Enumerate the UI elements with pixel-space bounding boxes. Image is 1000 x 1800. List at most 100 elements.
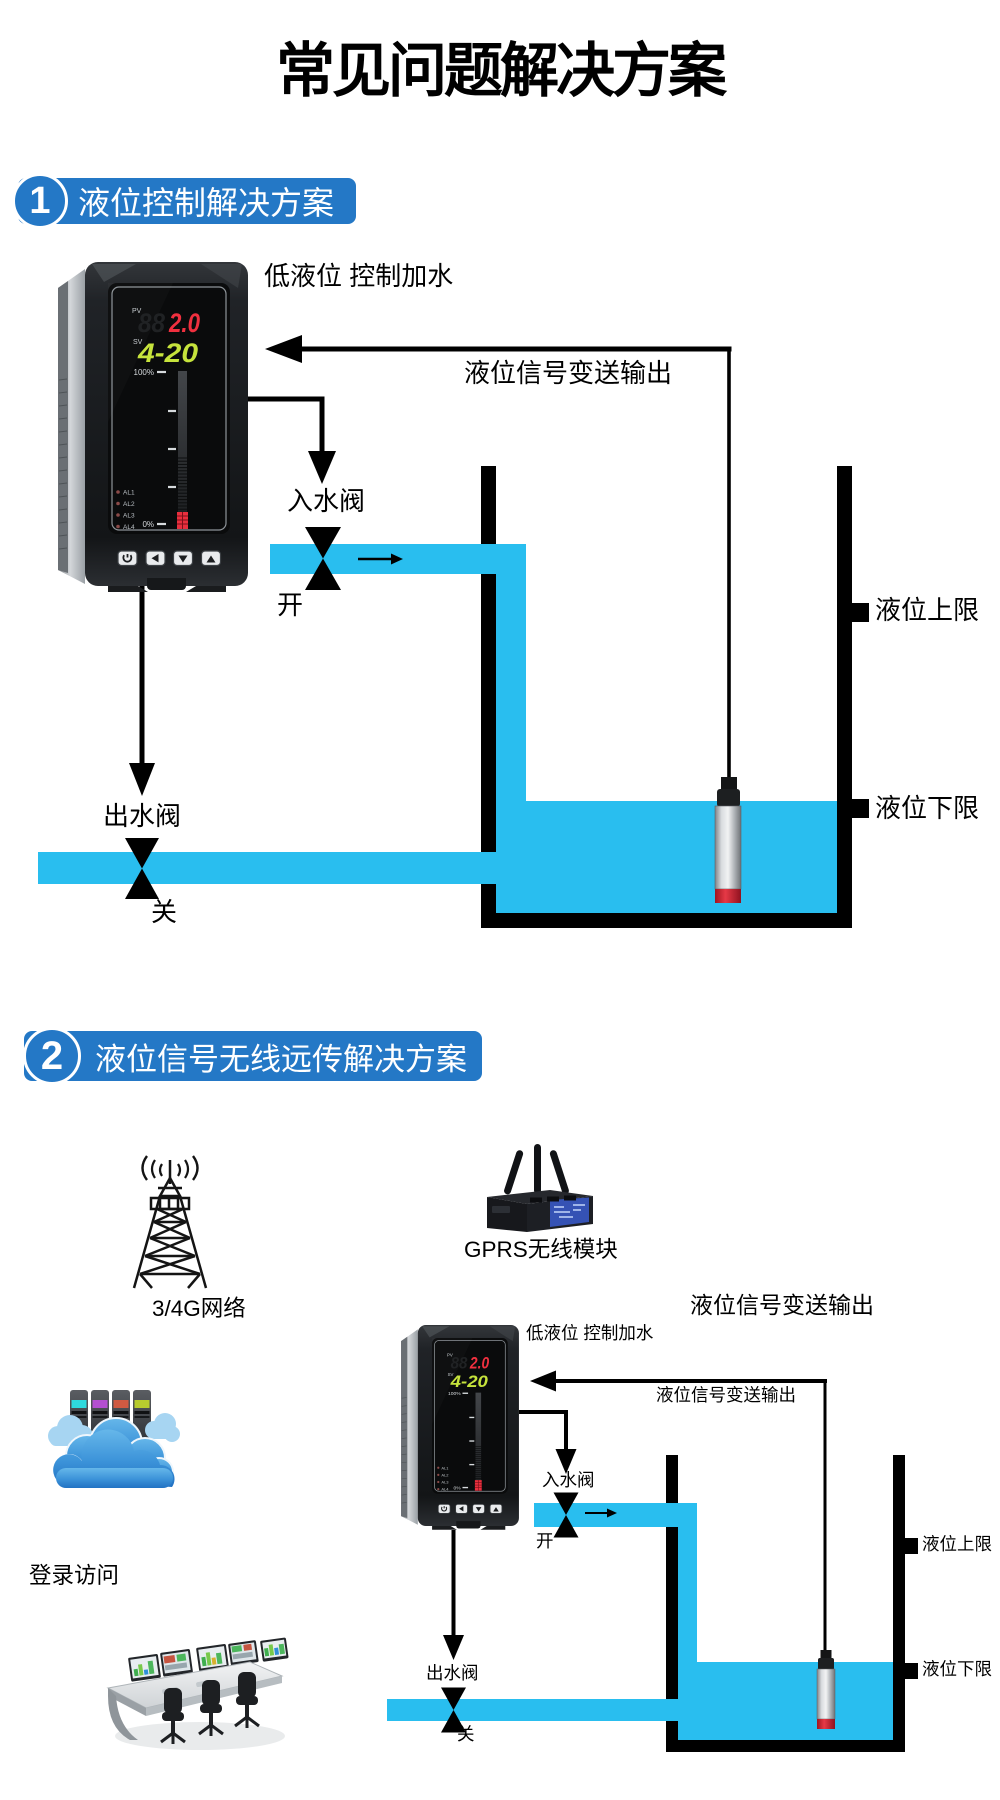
valve-open-label-2: 开 bbox=[536, 1531, 554, 1551]
upper-limit-tick-2 bbox=[905, 1538, 918, 1554]
water-pool-2 bbox=[678, 1662, 893, 1740]
alarm-label: AL4 bbox=[123, 524, 135, 531]
valve-open-label-1: 开 bbox=[277, 590, 304, 620]
chairs bbox=[160, 1672, 260, 1744]
signal-lines-1 bbox=[139, 346, 732, 779]
low-level-note-1: 低液位 控制加水 bbox=[264, 261, 454, 291]
valves-1 bbox=[125, 527, 341, 899]
scale-bottom-label: 0% bbox=[142, 520, 154, 529]
upper-limit-label-2: 液位上限 bbox=[922, 1534, 992, 1554]
outlet-valve-symbol-1 bbox=[125, 838, 159, 899]
inlet-arrowhead-2 bbox=[555, 1449, 577, 1474]
inlet-valve-label-1: 入水阀 bbox=[287, 486, 366, 516]
signal-lines-2 bbox=[451, 1379, 827, 1652]
inlet-valve-symbol-1 bbox=[305, 527, 341, 590]
level-sensor-1 bbox=[714, 777, 742, 903]
inlet-arrowhead-1 bbox=[308, 451, 336, 484]
page-title: 常见问题解决方案 bbox=[275, 38, 727, 104]
section1-number-badge: 1 bbox=[12, 173, 68, 229]
falling-column-1 bbox=[496, 574, 526, 804]
alarm-label: AL3 bbox=[123, 513, 135, 520]
upper-limit-label-1: 液位上限 bbox=[875, 595, 980, 625]
signal-output-heading-2: 液位信号变送输出 bbox=[690, 1292, 874, 1318]
alarm-label: AL2 bbox=[123, 501, 135, 508]
arrow-heads-2 bbox=[443, 1370, 577, 1660]
gprs-label: GPRS无线模块 bbox=[464, 1237, 618, 1262]
inlet-control-line-1 bbox=[248, 396, 325, 452]
falling-column-2 bbox=[678, 1527, 697, 1664]
water-pool-1 bbox=[496, 801, 837, 913]
lower-limit-label-1: 液位下限 bbox=[875, 793, 980, 823]
alarm-label: AL4 bbox=[441, 1487, 449, 1492]
sv-label: SV bbox=[133, 339, 143, 346]
alarm-label: AL1 bbox=[123, 490, 135, 497]
section2-heading: 液位信号无线远传解决方案 bbox=[95, 1041, 467, 1077]
network-label: 3/4G网络 bbox=[152, 1296, 246, 1321]
inlet-pipe-2 bbox=[534, 1503, 697, 1527]
arrow-heads-1 bbox=[129, 335, 336, 796]
alarm-label: AL1 bbox=[441, 1465, 449, 1470]
sv-value: 4-20 bbox=[450, 1372, 489, 1391]
feedback-arrowhead-2 bbox=[530, 1370, 556, 1392]
low-level-note-2: 低液位 控制加水 bbox=[526, 1323, 654, 1343]
gprs-module-icon bbox=[487, 1144, 593, 1232]
flow-arrow-2 bbox=[585, 1508, 617, 1518]
sv-label: SV bbox=[448, 1372, 454, 1377]
section1-heading-band: 液位控制解决方案 bbox=[18, 178, 356, 224]
outlet-valve-label-2: 出水阀 bbox=[426, 1663, 479, 1683]
inlet-valve-symbol-2 bbox=[553, 1492, 579, 1538]
inlet-control-line-2 bbox=[519, 1410, 568, 1450]
section1-heading: 液位控制解决方案 bbox=[78, 185, 335, 221]
tank-2 bbox=[666, 1455, 918, 1752]
section2-number-badge: 2 bbox=[23, 1027, 81, 1085]
feedback-arrowhead-1 bbox=[265, 335, 302, 363]
scale-top-label: 100% bbox=[448, 1391, 461, 1397]
pv-label: PV bbox=[132, 308, 142, 315]
cell-tower-icon bbox=[132, 1155, 208, 1289]
section2-diagram bbox=[387, 1370, 918, 1752]
outlet-valve-symbol-2 bbox=[441, 1687, 466, 1733]
valve-closed-label-1: 关 bbox=[151, 897, 178, 927]
pv-value: 2.0 bbox=[469, 1353, 490, 1372]
lower-limit-label-2: 液位下限 bbox=[922, 1659, 992, 1679]
inlet-valve-label-2: 入水阀 bbox=[542, 1470, 595, 1490]
alarm-label: AL2 bbox=[441, 1472, 449, 1477]
pv-ghost-digits: 88 bbox=[138, 308, 165, 338]
scale-bottom-label: 0% bbox=[453, 1485, 461, 1491]
control-console-icon bbox=[106, 1637, 289, 1750]
login-access-label: 登录访问 bbox=[29, 1563, 120, 1588]
section2-heading-band: 液位信号无线远传解决方案 bbox=[24, 1031, 482, 1081]
clouds bbox=[48, 1413, 180, 1488]
outlet-pipe-2 bbox=[387, 1699, 678, 1721]
outlet-arrowhead-1 bbox=[129, 763, 155, 796]
section1-diagram bbox=[38, 335, 869, 928]
pv-ghost-digits: 88 bbox=[451, 1353, 468, 1372]
scale-top-label: 100% bbox=[134, 368, 154, 377]
cloud-server-icon bbox=[48, 1390, 180, 1488]
alarm-label: AL3 bbox=[441, 1480, 449, 1485]
valves-2 bbox=[441, 1492, 579, 1733]
section1-number: 1 bbox=[29, 179, 51, 222]
pv-value: 2.0 bbox=[168, 308, 200, 338]
section2-number: 2 bbox=[40, 1033, 64, 1078]
flow-arrow-1 bbox=[358, 553, 403, 565]
level-sensor-2 bbox=[816, 1650, 836, 1729]
outlet-pipe-1 bbox=[38, 852, 496, 884]
tank-1 bbox=[481, 466, 869, 928]
signal-output-label-1: 液位信号变送输出 bbox=[464, 358, 673, 388]
outlet-arrowhead-2 bbox=[443, 1635, 464, 1660]
water-1 bbox=[38, 544, 837, 913]
pv-label: PV bbox=[447, 1353, 453, 1358]
water-2 bbox=[387, 1503, 893, 1740]
lower-limit-tick-2 bbox=[905, 1663, 918, 1679]
upper-limit-tick-1 bbox=[852, 603, 869, 622]
valve-closed-label-2: 关 bbox=[457, 1724, 475, 1744]
lower-limit-tick-1 bbox=[852, 799, 869, 818]
outlet-valve-label-1: 出水阀 bbox=[103, 801, 182, 831]
sv-value: 4-20 bbox=[137, 338, 198, 368]
